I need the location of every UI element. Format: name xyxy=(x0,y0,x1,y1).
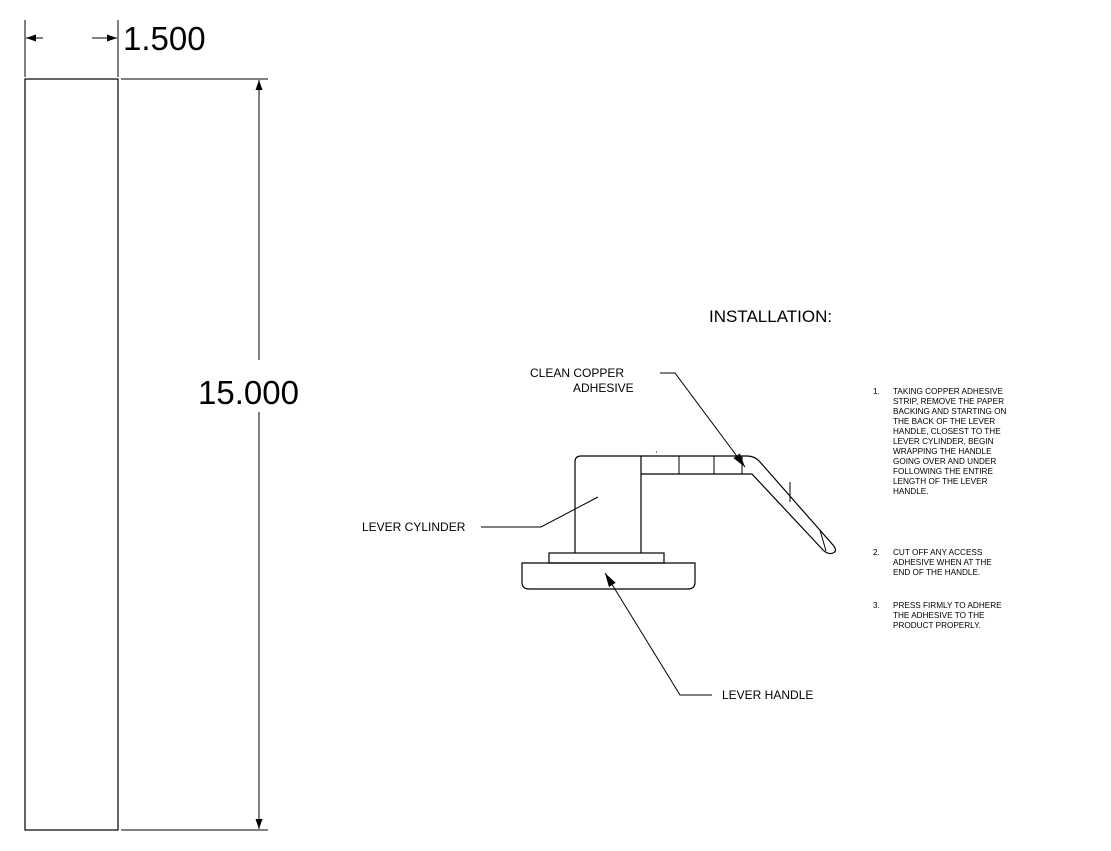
handle-leader-line xyxy=(604,572,712,696)
step-1-line: LENGTH OF THE LEVER xyxy=(893,477,988,486)
lever-base-plate xyxy=(521,562,696,590)
installation-steps: 1. TAKING COPPER ADHESIVE STRIP, REMOVE … xyxy=(873,387,1007,630)
step-1-line: THE BACK OF THE LEVER xyxy=(893,417,995,426)
lever-illustration xyxy=(521,451,837,590)
step-1-line: HANDLE. xyxy=(893,487,929,496)
cylinder-label: LEVER CYLINDER xyxy=(362,520,466,534)
step-1-line: LEVER CYLINDER, BEGIN xyxy=(893,437,994,446)
step-2-line: END OF THE HANDLE. xyxy=(893,568,980,577)
step-1-line: BACKING AND STARTING ON xyxy=(893,407,1007,416)
width-dimension-text: 1.500 xyxy=(123,20,206,57)
step-1-line: WRAPPING THE HANDLE xyxy=(893,447,992,456)
step-3-number: 3. xyxy=(873,601,880,610)
adhesive-leader-line xyxy=(660,372,746,468)
step-2-number: 2. xyxy=(873,548,880,557)
cylinder-leader-line xyxy=(481,496,599,528)
adhesive-label-line-1: CLEAN COPPER xyxy=(530,366,624,380)
step-1-line: FOLLOWING THE ENTIRE xyxy=(893,467,993,476)
step-2-line: CUT OFF ANY ACCESS xyxy=(893,548,983,557)
step-3-line: PRODUCT PROPERLY. xyxy=(893,621,981,630)
handle-label: LEVER HANDLE xyxy=(722,688,813,702)
step-3-line: THE ADHESIVE TO THE xyxy=(893,611,985,620)
handle-segment-line xyxy=(819,529,827,552)
step-1-line: GOING OVER AND UNDER xyxy=(893,457,996,466)
height-dimension-text: 15.000 xyxy=(198,374,299,411)
adhesive-label-line-2: ADHESIVE xyxy=(573,381,634,395)
step-1-number: 1. xyxy=(873,387,880,396)
step-3-line: PRESS FIRMLY TO ADHERE xyxy=(893,601,1002,610)
copper-strip-rectangle xyxy=(24,78,119,831)
lever-rose xyxy=(548,552,665,564)
step-1-line: TAKING COPPER ADHESIVE xyxy=(893,387,1003,396)
step-1-line: STRIP, REMOVE THE PAPER xyxy=(893,397,1004,406)
step-2-line: ADHESIVE WHEN AT THE xyxy=(893,558,992,567)
installation-heading: INSTALLATION: xyxy=(709,307,832,326)
lever-cylinder-body xyxy=(574,455,642,553)
lever-handle-arm xyxy=(641,455,837,555)
step-1-line: HANDLE, CLOSEST TO THE xyxy=(893,427,1001,436)
